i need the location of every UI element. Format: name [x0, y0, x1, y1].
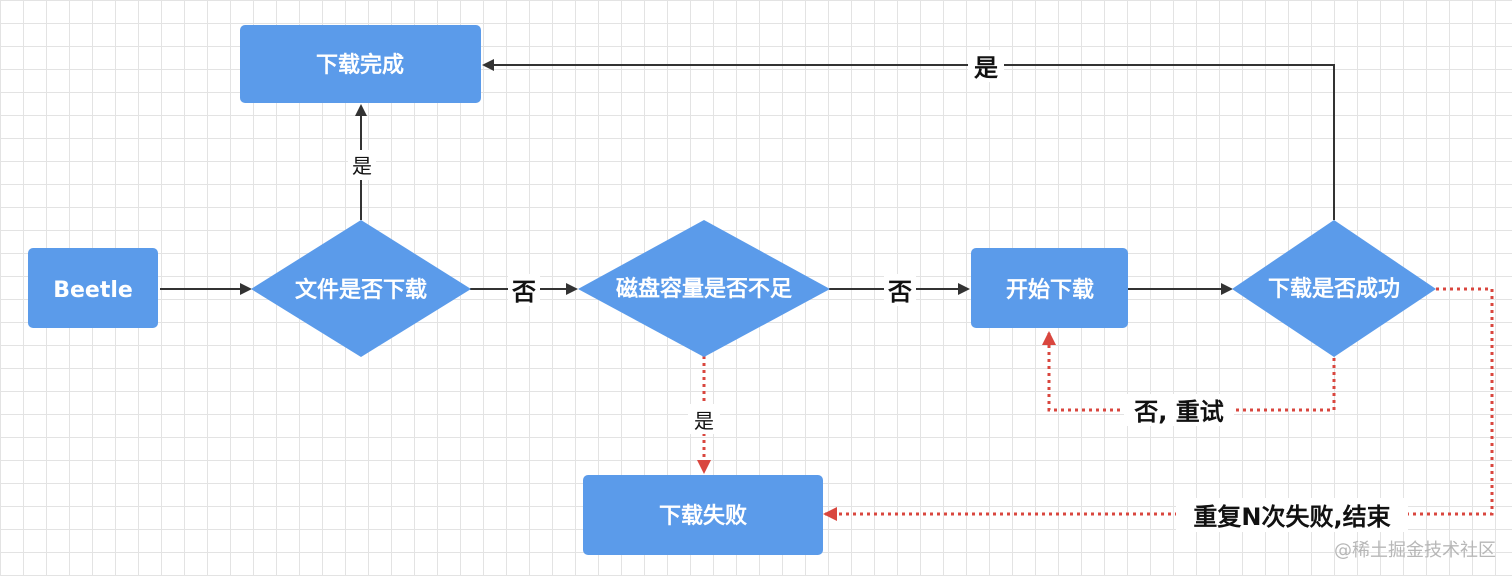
node-disk-insufficient-label: 磁盘容量是否不足: [616, 276, 792, 302]
label-disk-yes: 是: [694, 409, 714, 433]
edge-repeat-fail: [823, 287, 1494, 521]
edge-success-check-to-complete: [482, 59, 1335, 220]
label-disk-no: 否: [887, 278, 912, 306]
node-download-success-decision[interactable]: 下载是否成功: [1232, 220, 1436, 357]
node-start-download[interactable]: 开始下载: [971, 248, 1128, 328]
node-beetle[interactable]: Beetle: [28, 248, 158, 328]
label-file-yes: 是: [352, 154, 372, 178]
label-success-yes: 是: [974, 54, 998, 82]
node-download-complete[interactable]: 下载完成: [240, 25, 481, 103]
node-start-download-label: 开始下载: [1006, 277, 1094, 303]
node-file-downloaded-decision[interactable]: 文件是否下载: [251, 220, 471, 357]
node-file-downloaded-label: 文件是否下载: [295, 277, 427, 303]
watermark: @稀土掘金技术社区: [1334, 540, 1496, 561]
label-file-no: 否: [511, 278, 536, 306]
node-download-failed-label: 下载失败: [659, 503, 747, 529]
node-disk-insufficient-decision[interactable]: 磁盘容量是否不足: [578, 220, 830, 357]
node-download-complete-label: 下载完成: [316, 52, 404, 78]
label-repeat-fail: 重复N次失败,结束: [1193, 503, 1391, 531]
node-beetle-label: Beetle: [53, 278, 133, 303]
node-download-success-label: 下载是否成功: [1268, 276, 1400, 302]
node-download-failed[interactable]: 下载失败: [583, 475, 823, 555]
label-retry: 否, 重试: [1133, 398, 1223, 426]
